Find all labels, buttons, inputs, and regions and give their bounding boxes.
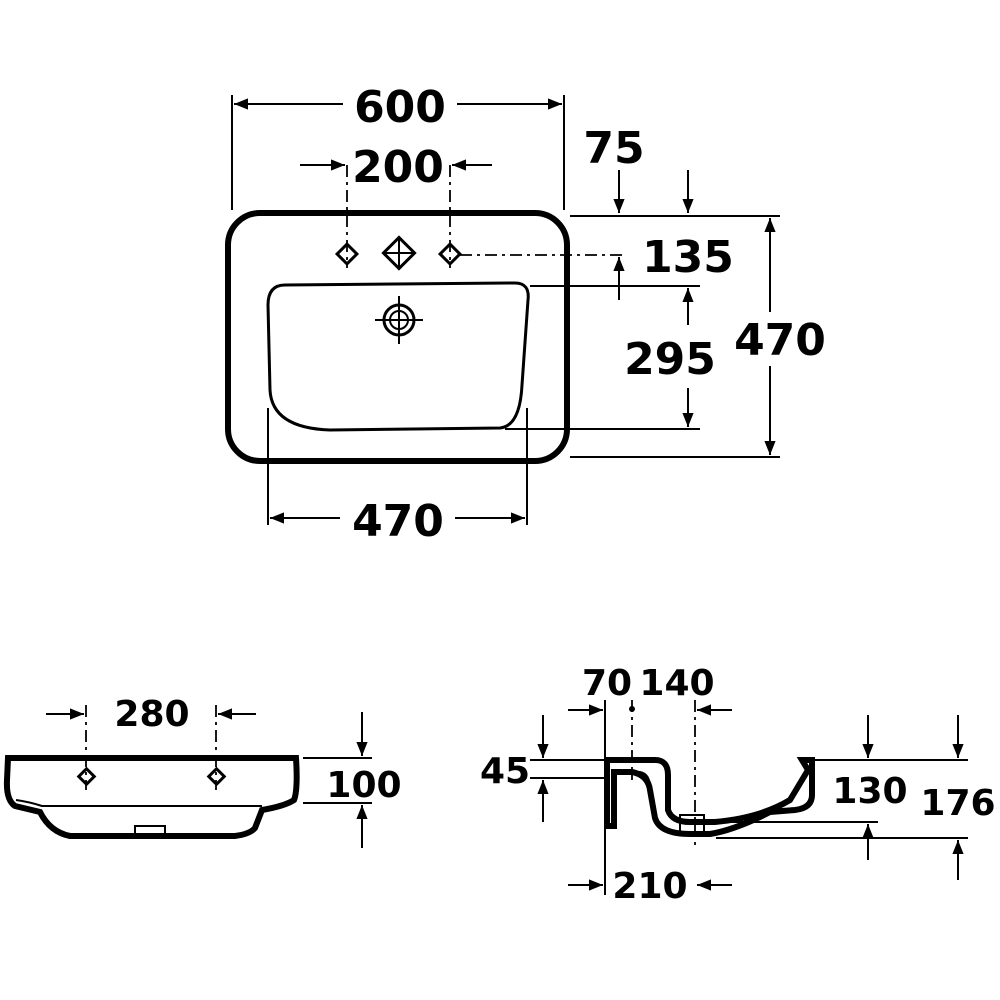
dim-280: 280 bbox=[114, 694, 189, 735]
basin-outline bbox=[225, 210, 570, 464]
tap-hole-left-icon bbox=[334, 241, 360, 267]
dim-295: 295 bbox=[624, 334, 716, 385]
dim-200: 200 bbox=[352, 142, 444, 193]
top-view: 600 200 75 135 295 470 470 bbox=[225, 82, 826, 547]
dim-176: 176 bbox=[920, 783, 995, 824]
front-waste-outlet bbox=[134, 825, 166, 839]
dim-135: 135 bbox=[642, 232, 734, 283]
front-basin-outline bbox=[3, 755, 300, 839]
front-basin-lip bbox=[15, 799, 262, 807]
dim-140: 140 bbox=[639, 663, 714, 704]
tap-hole-right-icon bbox=[437, 241, 463, 267]
front-view: 280 100 bbox=[3, 694, 402, 848]
dim-130: 130 bbox=[832, 771, 907, 812]
dim-210: 210 bbox=[612, 866, 687, 907]
dim-45: 45 bbox=[480, 751, 530, 792]
dim-470-depth: 470 bbox=[734, 315, 826, 366]
drain-icon bbox=[375, 296, 423, 344]
side-view: 70 140 45 130 176 210 bbox=[480, 663, 996, 907]
dim-75: 75 bbox=[583, 123, 644, 174]
tap-hole-center-icon bbox=[381, 235, 417, 271]
dim-470-bowl: 470 bbox=[352, 496, 444, 547]
front-hole-left-icon bbox=[76, 766, 97, 787]
bowl-outline bbox=[266, 281, 530, 432]
side-basin-profile bbox=[604, 757, 815, 837]
dim-70: 70 bbox=[582, 663, 632, 704]
dim-600: 600 bbox=[354, 82, 446, 133]
side-waste-outlet bbox=[679, 814, 705, 836]
front-hole-right-icon bbox=[206, 766, 227, 787]
dim-100: 100 bbox=[326, 765, 401, 806]
